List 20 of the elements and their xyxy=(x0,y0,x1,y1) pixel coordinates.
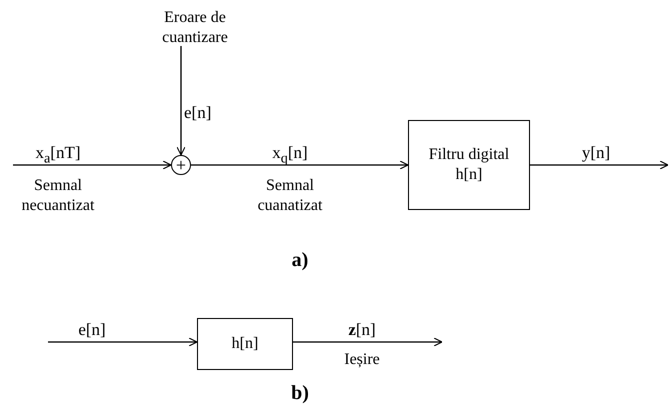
signal-arrow xyxy=(48,337,198,347)
edge-label: x$_{a}$[nT] xyxy=(34,143,82,168)
edge-label: z[n] xyxy=(347,320,377,340)
signal-arrow xyxy=(191,160,409,170)
edge-label: e[n] xyxy=(77,320,107,340)
edge-label: y[n] xyxy=(580,143,612,163)
signal-arrow xyxy=(13,160,172,170)
filter-block: h[n] xyxy=(197,318,293,370)
signal-caption: Ieșire xyxy=(343,350,381,370)
signal-arrow xyxy=(293,337,443,347)
signal-arrow xyxy=(530,160,669,170)
filter-block: Filtru digital h[n] xyxy=(408,120,530,210)
summing-junction: + xyxy=(171,155,191,175)
edge-label: e[n] xyxy=(184,103,212,123)
panel-label: a) xyxy=(290,250,310,270)
signal-arrow xyxy=(176,46,186,156)
signal-caption: Semnal necuantizat xyxy=(20,176,96,216)
signal-caption: Semnal cuanatizat xyxy=(256,176,324,216)
annotation-text: Eroare de cuantizare xyxy=(150,6,240,50)
panel-label: b) xyxy=(290,383,310,403)
